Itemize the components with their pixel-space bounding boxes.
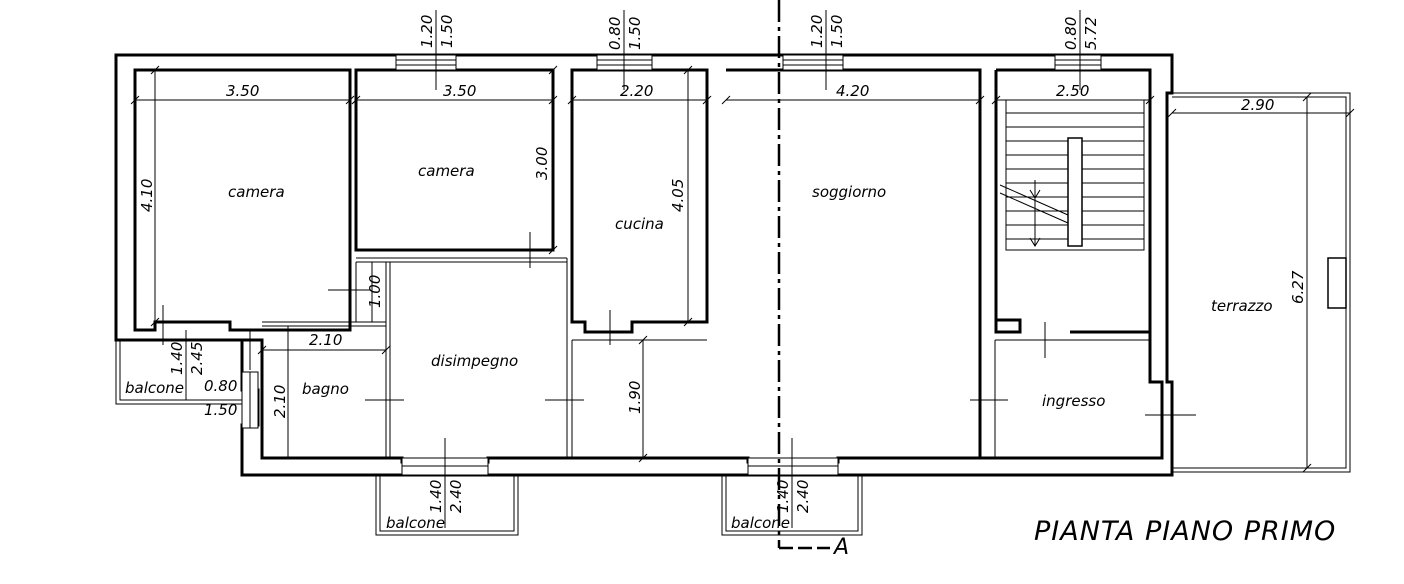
dim-balcone-left-a: 1.40 xyxy=(168,342,186,375)
dim-disimpegno-height: 1.90 xyxy=(626,381,644,414)
dim-balcone-b1-b: 2.40 xyxy=(447,480,465,513)
room-bagno: bagno xyxy=(302,380,349,398)
room-balcone-bottom-1: balcone xyxy=(386,514,445,532)
dim-balcone-b1-a: 1.40 xyxy=(427,480,445,513)
exterior-walls xyxy=(114,53,1174,477)
windows xyxy=(241,54,1102,476)
room-balcone-left: balcone xyxy=(125,379,184,397)
room-balcone-bottom-2: balcone xyxy=(731,514,790,532)
room-ingresso: ingresso xyxy=(1042,392,1105,410)
dim-stairs-width: 2.50 xyxy=(1056,82,1089,100)
balconies xyxy=(115,340,863,536)
dim-window4-b: 5.72 xyxy=(1082,17,1100,50)
room-camera-1: camera xyxy=(228,183,285,201)
door-marks xyxy=(162,232,1196,478)
dim-soggiorno-width: 4.20 xyxy=(836,82,869,100)
dimension-labels: 3.50 3.50 2.20 4.20 2.50 2.90 2.10 4.10 … xyxy=(138,15,1307,513)
dim-window1-b: 1.50 xyxy=(438,15,456,48)
dim-camera2-height: 3.00 xyxy=(533,147,551,180)
dim-balcone-left-d: 1.50 xyxy=(204,401,237,419)
dim-cucina-height: 4.05 xyxy=(669,179,687,212)
section-axis xyxy=(777,0,830,550)
dim-bagno-height: 2.10 xyxy=(271,385,289,418)
dim-window2-a: 0.80 xyxy=(606,17,624,50)
room-disimpegno: disimpegno xyxy=(431,352,518,370)
dim-terrazzo-width: 2.90 xyxy=(1241,96,1274,114)
dim-bagno-width: 2.10 xyxy=(309,331,342,349)
dim-cucina-width: 2.20 xyxy=(620,82,653,100)
room-labels: camera camera cucina soggiorno terrazzo … xyxy=(125,162,1273,532)
dim-window4-a: 0.80 xyxy=(1062,17,1080,50)
room-soggiorno: soggiorno xyxy=(812,183,886,201)
dim-window3-a: 1.20 xyxy=(808,15,826,48)
dim-terrazzo-height: 6.27 xyxy=(1289,270,1307,304)
staircase xyxy=(999,99,1145,251)
interior-partitions xyxy=(262,257,1150,458)
dim-camera1-height: 4.10 xyxy=(138,179,156,212)
dim-window1-a: 1.20 xyxy=(418,15,436,48)
dim-balcone-b2-b: 2.40 xyxy=(794,480,812,513)
dim-corridor-width: 1.00 xyxy=(366,275,384,308)
room-camera-2: camera xyxy=(418,162,475,180)
dim-balcone-b2-a: 1.40 xyxy=(774,480,792,513)
room-terrazzo: terrazzo xyxy=(1211,297,1273,315)
section-marker: A xyxy=(832,535,850,560)
terrace-outline xyxy=(1172,92,1351,473)
dim-balcone-left-b: 2.45 xyxy=(188,342,206,375)
dim-camera2-width: 3.50 xyxy=(443,82,476,100)
room-cucina: cucina xyxy=(615,215,664,233)
dim-window2-b: 1.50 xyxy=(626,17,644,50)
dim-camera1-width: 3.50 xyxy=(226,82,259,100)
dimension-lines xyxy=(130,10,1355,528)
plan-title: PIANTA PIANO PRIMO xyxy=(1034,516,1336,547)
dim-balcone-left-c: 0.80 xyxy=(204,377,237,395)
dim-window3-b: 1.50 xyxy=(828,15,846,48)
